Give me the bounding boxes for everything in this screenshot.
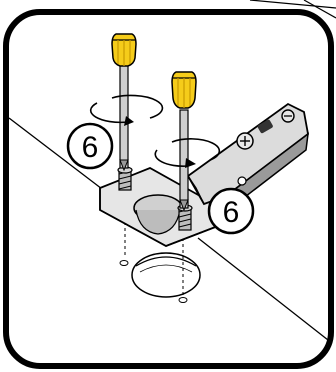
drill-hole-icon (132, 253, 200, 297)
step-number-badge: 6 (209, 189, 253, 233)
step-number-badge: 6 (68, 124, 112, 168)
screw-icon (118, 167, 132, 190)
step-number-label: 6 (82, 131, 99, 164)
step-number-label: 6 (223, 196, 240, 229)
